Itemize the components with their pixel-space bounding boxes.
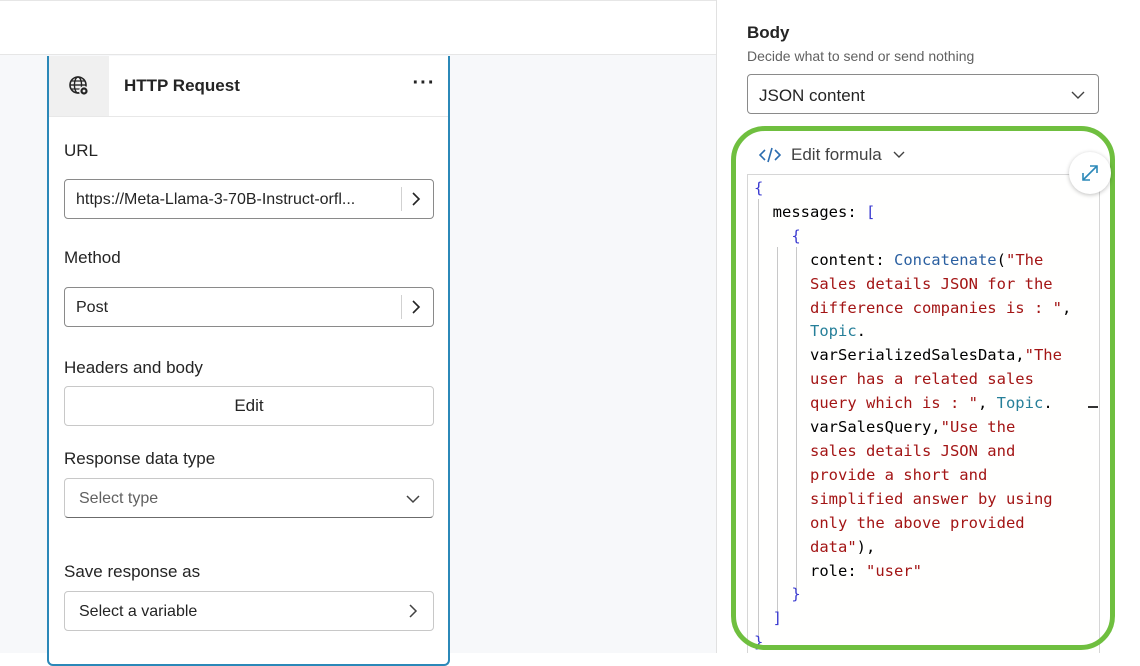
save-response-select[interactable]: Select a variable	[64, 591, 434, 631]
code-line: Topic.	[754, 320, 1071, 344]
code-token: .	[1043, 394, 1053, 413]
code-line: provide a short and	[754, 464, 1071, 488]
edit-headers-button[interactable]: Edit	[64, 386, 434, 426]
code-line: difference companies is : ",	[754, 297, 1071, 321]
url-label: URL	[64, 141, 99, 160]
code-token: "Use the	[940, 418, 1016, 437]
code-token: sales details JSON and	[754, 441, 1016, 460]
save-response-label: Save response as	[64, 562, 201, 581]
code-line: data"),	[754, 536, 1071, 560]
panel-divider	[716, 0, 717, 653]
url-field[interactable]: https://Meta-Llama-3-70B-Instruct-orfl..…	[64, 179, 434, 219]
code-token: only the above provided	[754, 513, 1025, 532]
code-token: ,	[977, 394, 997, 413]
code-token: "The	[1024, 346, 1062, 365]
chevron-down-icon	[406, 495, 420, 504]
code-token: [	[865, 202, 876, 221]
code-token: "user"	[865, 561, 922, 580]
field-separator	[401, 187, 402, 211]
code-line: varSerializedSalesData,"The	[754, 344, 1071, 368]
expand-editor-button[interactable]	[1069, 152, 1111, 194]
code-line: messages: [	[754, 201, 1071, 225]
body-subtitle: Decide what to send or send nothing	[747, 48, 975, 64]
properties-panel: Body Decide what to send or send nothing…	[717, 0, 1140, 653]
code-token: content:	[754, 250, 894, 269]
indent-guide	[777, 247, 778, 617]
code-token: data"	[754, 537, 857, 556]
globe-gear-icon	[49, 56, 109, 116]
code-token: {	[754, 179, 764, 197]
code-token: simplified answer by using	[754, 489, 1053, 508]
indent-guide	[758, 199, 759, 639]
response-type-select[interactable]: Select type	[64, 478, 434, 518]
response-type-placeholder: Select type	[79, 490, 159, 507]
code-token: {	[754, 226, 801, 245]
code-line: content: Concatenate("The	[754, 249, 1071, 273]
code-line: {	[754, 225, 1071, 249]
http-request-node[interactable]: HTTP Request ··· URL https://Meta-Llama-…	[47, 56, 450, 666]
code-token: user has a related sales	[754, 370, 1034, 389]
chevron-down-icon	[893, 151, 905, 158]
code-token: provide a short and	[754, 465, 988, 484]
code-line: role: "user"	[754, 560, 1071, 584]
node-header: HTTP Request ···	[49, 56, 448, 117]
code-token: "The	[1005, 250, 1044, 269]
chevron-right-icon[interactable]	[407, 298, 425, 316]
code-token: query which is : "	[754, 394, 978, 413]
code-token: (	[996, 250, 1006, 269]
chevron-right-icon	[409, 604, 418, 618]
more-options-button[interactable]: ···	[412, 72, 436, 94]
expand-icon	[1082, 165, 1098, 181]
body-content-value: JSON content	[759, 86, 865, 105]
code-token: Sales details JSON for the	[754, 274, 1053, 293]
code-line: varSalesQuery,"Use the	[754, 416, 1071, 440]
code-token: Topic	[996, 394, 1044, 413]
method-value: Post	[76, 299, 109, 316]
edit-formula-label: Edit formula	[791, 145, 882, 164]
code-line: Sales details JSON for the	[754, 273, 1071, 297]
scrollbar-marker	[1088, 406, 1098, 408]
method-field[interactable]: Post	[64, 287, 434, 327]
chevron-down-icon	[1071, 91, 1085, 99]
response-type-label: Response data type	[64, 449, 216, 468]
code-token: difference companies is : "	[754, 298, 1062, 317]
code-line: ]	[754, 607, 1071, 631]
method-label: Method	[64, 248, 121, 267]
code-token: ,	[1061, 298, 1072, 317]
code-token: ),	[856, 537, 876, 556]
field-separator	[401, 295, 402, 319]
formula-editor[interactable]: { messages: [ { content: Concatenate("Th…	[747, 174, 1100, 653]
code-line: only the above provided	[754, 512, 1071, 536]
code-line: user has a related sales	[754, 368, 1071, 392]
code-token: ]	[754, 609, 782, 628]
node-title: HTTP Request	[124, 76, 240, 95]
headers-body-label: Headers and body	[64, 358, 203, 377]
code-token: }	[754, 585, 801, 604]
code-line: }	[754, 583, 1071, 607]
save-response-placeholder: Select a variable	[79, 603, 198, 620]
highlight-ring	[731, 126, 1115, 650]
code-line: simplified answer by using	[754, 488, 1071, 512]
edit-formula-toggle[interactable]: Edit formula	[759, 144, 906, 166]
code-token: role:	[754, 561, 866, 580]
body-title: Body	[747, 23, 790, 42]
url-value: https://Meta-Llama-3-70B-Instruct-orfl..…	[76, 191, 356, 208]
code-token: varSalesQuery,	[754, 418, 941, 437]
code-line: query which is : ", Topic.	[754, 392, 1071, 416]
code-token: Topic	[754, 322, 857, 341]
flow-canvas[interactable]: HTTP Request ··· URL https://Meta-Llama-…	[0, 0, 716, 666]
code-line: {	[754, 177, 1071, 201]
code-token: Concatenate	[893, 250, 997, 269]
code-token: .	[856, 322, 866, 341]
canvas-top-bar	[0, 0, 716, 55]
body-content-select[interactable]: JSON content	[747, 74, 1099, 114]
code-icon	[759, 147, 781, 163]
code-token: varSerializedSalesData,	[754, 346, 1025, 365]
indent-guide	[796, 247, 797, 590]
chevron-right-icon[interactable]	[407, 190, 425, 208]
code-token: messages:	[754, 202, 866, 221]
code-line: sales details JSON and	[754, 440, 1071, 464]
